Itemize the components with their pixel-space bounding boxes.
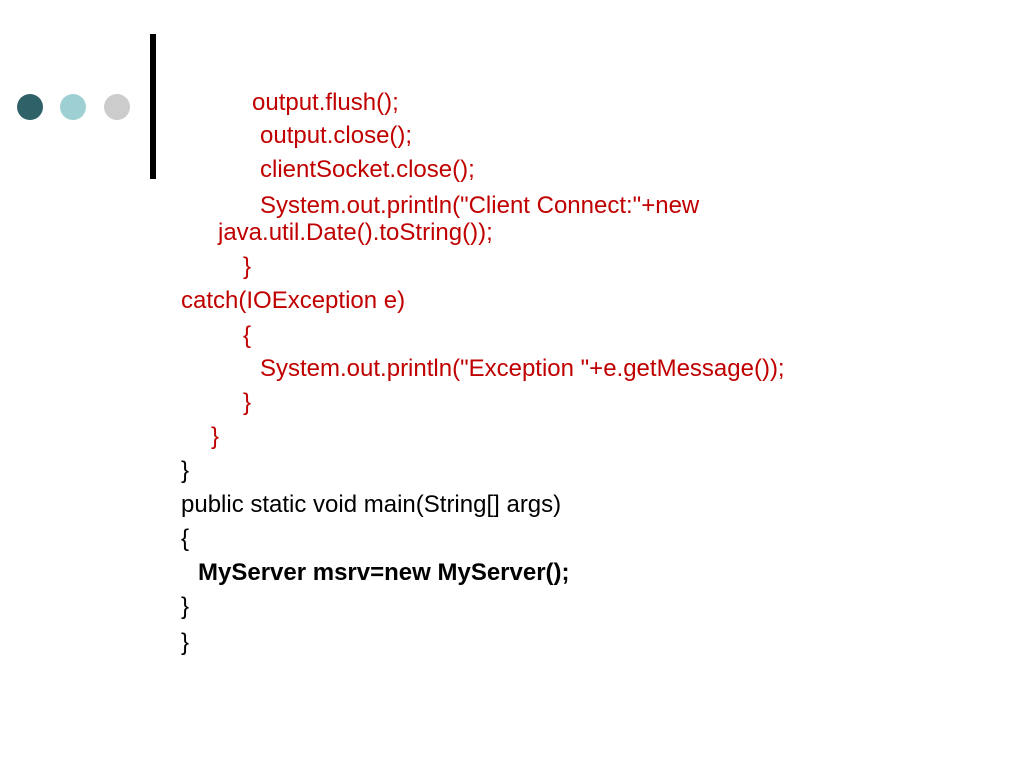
code-line: }	[181, 457, 190, 484]
light-teal-dot	[60, 94, 86, 120]
code-line: }	[181, 593, 190, 620]
code-line: }	[243, 253, 252, 280]
code-line: {	[181, 525, 190, 552]
code-line: System.out.println("Exception "+e.getMes…	[260, 355, 785, 382]
code-line: }	[211, 423, 220, 450]
code-line: catch(IOException e)	[181, 287, 406, 314]
code-line: clientSocket.close();	[260, 156, 475, 183]
dark-teal-dot	[17, 94, 43, 120]
code-line: }	[243, 389, 252, 416]
code-line-bold: MyServer msrv=new MyServer();	[198, 559, 570, 586]
code-line: java.util.Date().toString());	[218, 219, 493, 246]
code-line: System.out.println("Client Connect:"+new	[260, 192, 700, 219]
code-line: {	[243, 322, 252, 349]
code-line: output.close();	[260, 122, 413, 149]
vertical-divider	[150, 34, 156, 179]
code-line: output.flush();	[252, 89, 399, 116]
code-line: public static void main(String[] args)	[181, 491, 562, 518]
gray-dot	[104, 94, 130, 120]
code-line: }	[181, 629, 190, 656]
